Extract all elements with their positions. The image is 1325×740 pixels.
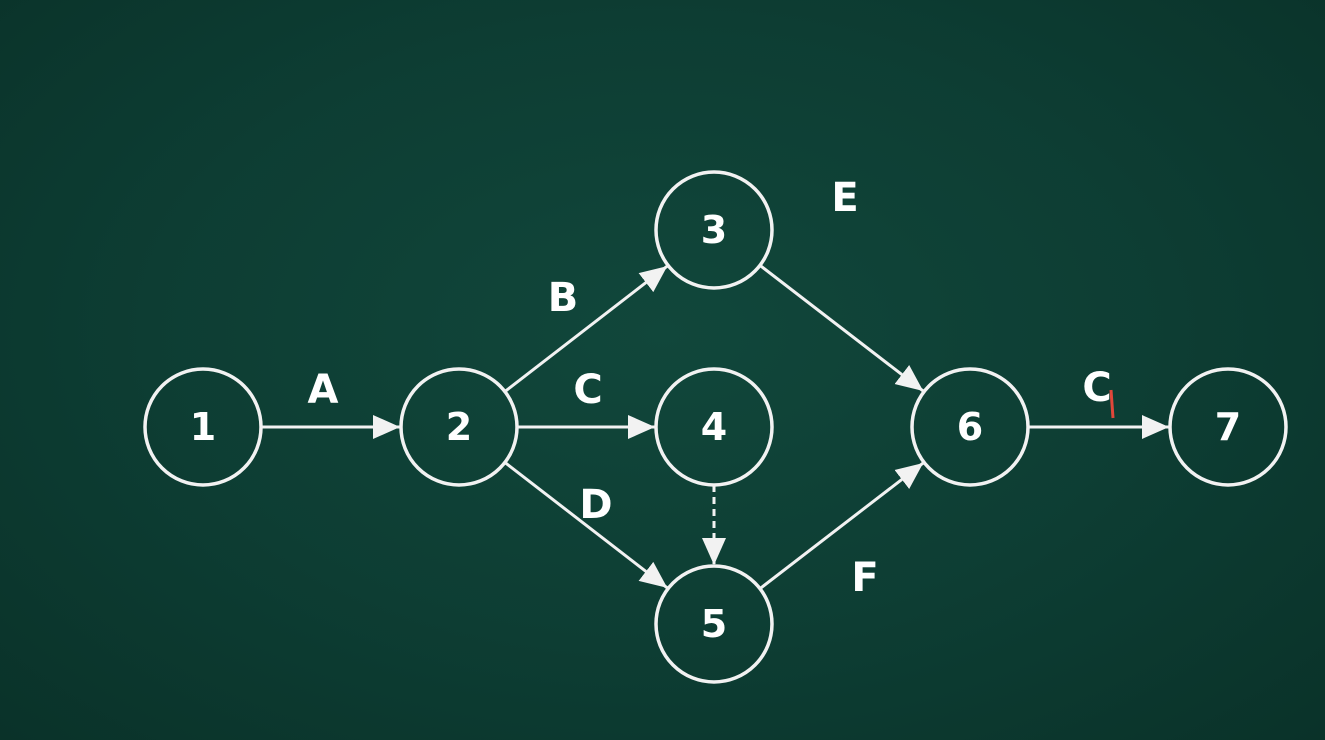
edge-label-1-2: A (308, 367, 339, 413)
node-circle-7 (1168, 367, 1288, 487)
node-1: 1 (143, 367, 263, 487)
edge-label-3-6: E (831, 175, 858, 221)
nodes-layer: 1 2 3 4 5 6 7 (143, 170, 1288, 684)
edge-label-2-4: C (573, 367, 602, 413)
node-3: 3 (654, 170, 774, 290)
edge-3-6 (759, 264, 925, 393)
edge-label-2-3: B (548, 275, 579, 321)
edge-label-6-7: C (1082, 365, 1111, 411)
edge-2-5 (503, 461, 669, 590)
edge-2-3 (503, 264, 669, 393)
node-7: 7 (1168, 367, 1288, 487)
node-label-7: 7 (1215, 405, 1241, 449)
node-label-6: 6 (957, 405, 983, 449)
edges-layer (261, 264, 1169, 590)
edge-label-2-5: D (579, 482, 612, 528)
node-2: 2 (399, 367, 519, 487)
node-label-5: 5 (701, 602, 727, 646)
node-circle-5 (654, 564, 774, 684)
node-label-4: 4 (701, 405, 727, 449)
node-circle-3 (654, 170, 774, 290)
cursor-mark (1109, 389, 1115, 419)
node-label-2: 2 (446, 405, 472, 449)
node-circle-1 (143, 367, 263, 487)
node-5: 5 (654, 564, 774, 684)
edge-label-5-6: F (851, 555, 878, 601)
node-4: 4 (654, 367, 774, 487)
node-6: 6 (910, 367, 1030, 487)
node-label-1: 1 (190, 405, 216, 449)
node-circle-6 (910, 367, 1030, 487)
node-circle-4 (654, 367, 774, 487)
node-circle-2 (399, 367, 519, 487)
edge-5-6 (759, 461, 925, 590)
node-label-3: 3 (701, 208, 727, 252)
